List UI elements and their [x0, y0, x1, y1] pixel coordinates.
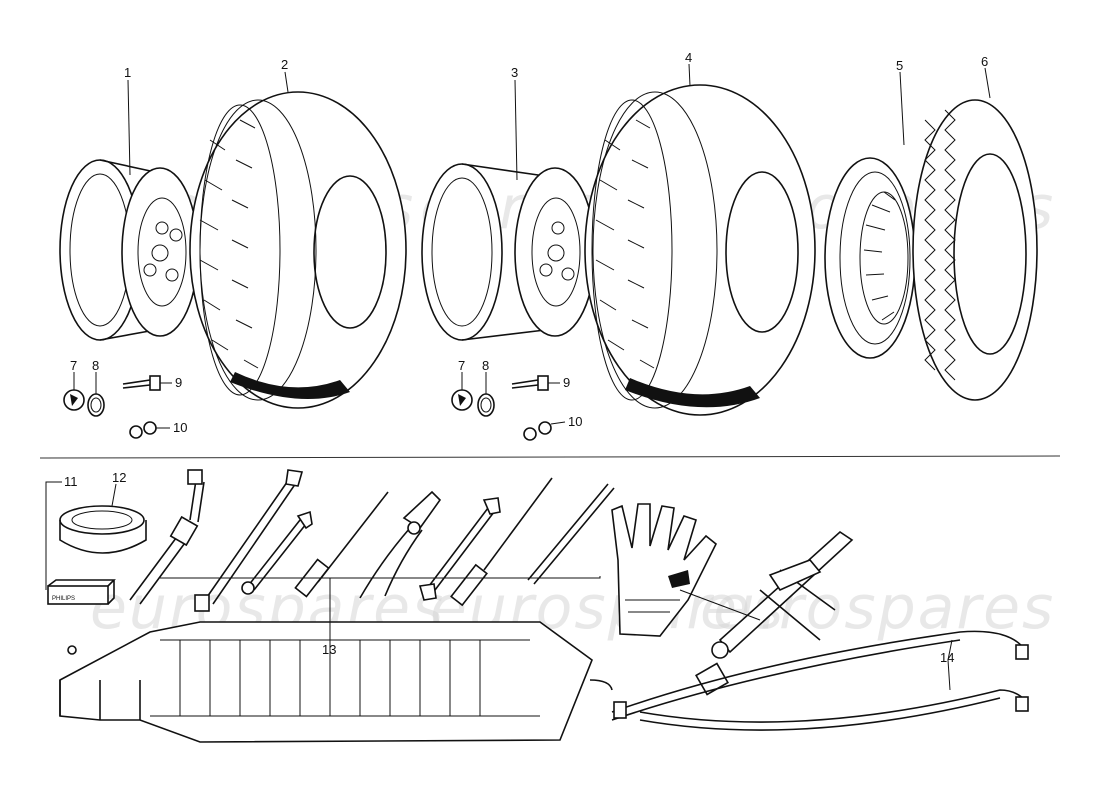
callout-12: 12: [112, 470, 126, 485]
pliers-icon: [359, 490, 442, 599]
wheel-rim-1-icon: [59, 159, 199, 341]
callout-1: 1: [124, 65, 131, 80]
brand-label: PHILIPS: [52, 596, 75, 602]
callout-10a: 10: [173, 420, 187, 435]
tyre-6-icon: [912, 99, 1038, 401]
callout-14: 14: [940, 650, 954, 665]
wheel-brace-icon: [129, 469, 205, 605]
spanner-long-icon: [194, 469, 304, 612]
callout-8a: 8: [92, 358, 99, 373]
hub-cap-7b-icon: [451, 389, 473, 411]
tool-roll-13-icon: [59, 621, 613, 743]
callout-5: 5: [896, 58, 903, 73]
callout-7a: 7: [70, 358, 77, 373]
leader-lines-top: [73, 63, 991, 429]
wire-wheel-5-icon: [824, 157, 916, 359]
callout-4: 4: [685, 50, 692, 65]
spanner-2-icon: [418, 497, 501, 601]
leader-lines-bottom: [45, 481, 953, 691]
washer-8a-icon: [87, 393, 105, 417]
tyre-lever-icon: [527, 483, 615, 585]
callout-9a: 9: [175, 375, 182, 390]
wheel-bolt-9a-icon: [122, 375, 161, 391]
glove-icon: [611, 503, 718, 637]
tyre-2-icon: [189, 91, 407, 409]
callout-11: 11: [64, 474, 78, 489]
spanner-short-icon: [241, 510, 313, 595]
callouts: 1 2 3 4 5 6 7 8 9 10 7 8 9 10 11 12 13 1…: [64, 50, 988, 665]
jack-icon: [695, 530, 854, 696]
bulb-box-11-icon: PHILIPS: [47, 579, 116, 605]
callout-7b: 7: [458, 358, 465, 373]
wheel-rim-3-icon: [421, 163, 596, 341]
nut-10a-icon: [129, 421, 157, 439]
tyre-4-icon: [584, 84, 816, 416]
callout-10b: 10: [568, 414, 582, 429]
hub-cap-7a-icon: [63, 389, 85, 411]
strap-14-icon: [611, 630, 1029, 731]
divider-line: [39, 455, 1061, 459]
callout-3: 3: [511, 65, 518, 80]
callout-2: 2: [281, 57, 288, 72]
screwdriver-2-icon: [450, 477, 553, 607]
spare-bulb-container-12-icon: [59, 505, 147, 554]
callout-6: 6: [981, 54, 988, 69]
watermark-bottom-right: eurospares: [700, 573, 1055, 643]
callout-13: 13: [322, 642, 336, 657]
washer-8b-icon: [477, 393, 495, 417]
callout-8b: 8: [482, 358, 489, 373]
callout-9b: 9: [563, 375, 570, 390]
nut-10b-icon: [523, 421, 552, 441]
wheel-bolt-9b-icon: [511, 375, 549, 391]
